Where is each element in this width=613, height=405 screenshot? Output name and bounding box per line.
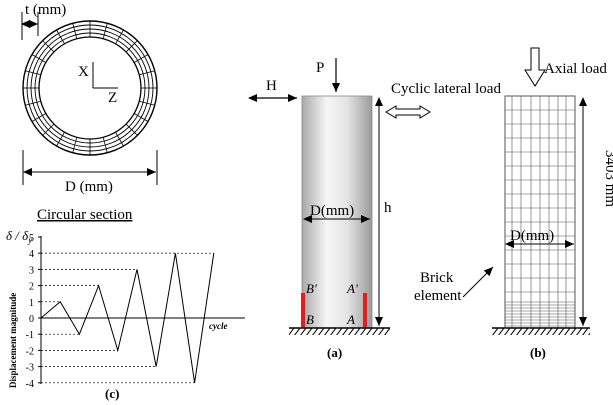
section-radial-line bbox=[42, 40, 55, 53]
chart-y-tick-label: -2 bbox=[26, 346, 34, 357]
cyclic-load-label: Cyclic lateral load bbox=[391, 81, 501, 97]
column-a-diameter-label: D(mm) bbox=[310, 203, 354, 219]
chart-y-tick-label: 1 bbox=[29, 298, 34, 309]
section-radial-line bbox=[56, 29, 65, 45]
section-radial-line bbox=[72, 23, 78, 39]
column-b-mesh bbox=[504, 95, 576, 328]
brick-label-line2: element bbox=[414, 288, 462, 304]
chart-y-ticks: 5 4 3 2 1 0 -1 -2 -3 -4 bbox=[26, 233, 41, 390]
chart-y-tick-label: 2 bbox=[29, 282, 34, 293]
section-radial-lines bbox=[23, 21, 157, 155]
point-a: A bbox=[346, 312, 355, 327]
section-radial-line bbox=[125, 40, 138, 53]
displacement-series-line bbox=[40, 253, 215, 383]
section-radial-line bbox=[25, 100, 41, 106]
point-b: B bbox=[306, 312, 314, 327]
base-a-hatch bbox=[289, 328, 390, 335]
column-b-diameter-label: D(mm) bbox=[510, 228, 554, 244]
section-radial-line bbox=[56, 131, 65, 147]
column-b: Cyclic lateral load Axial load D(mm) 340… bbox=[385, 47, 613, 360]
chart-y-axis-label: Displacement magnitude bbox=[8, 293, 18, 388]
chart-x-axis-label: cycle bbox=[209, 321, 227, 331]
thickness-label: t (mm) bbox=[25, 2, 66, 18]
base-b-hatch bbox=[492, 328, 590, 335]
circular-section: t (mm) X Z D (mm) Circular section bbox=[21, 2, 158, 223]
section-radial-line bbox=[42, 123, 55, 136]
section-radial-line bbox=[102, 137, 108, 153]
column-b-caption: (b) bbox=[530, 345, 546, 360]
column-a: H P D(mm) h B' A' B A (a) bbox=[248, 58, 392, 360]
section-radial-line bbox=[125, 123, 138, 136]
section-radial-line bbox=[102, 23, 108, 39]
chart-y-tick-label: -3 bbox=[26, 363, 34, 374]
chart-y-tick-label: 5 bbox=[29, 233, 34, 244]
section-radial-line bbox=[31, 54, 47, 63]
section-radial-line bbox=[139, 70, 155, 76]
chart-y-tick-label: -4 bbox=[26, 379, 34, 390]
column-a-caption: (a) bbox=[327, 345, 342, 360]
section-radial-line bbox=[133, 113, 149, 122]
chart-axes bbox=[40, 236, 245, 384]
axis-z-label: Z bbox=[108, 90, 117, 106]
section-radial-line bbox=[133, 54, 149, 63]
point-a-prime: A' bbox=[346, 281, 358, 296]
section-radial-line bbox=[25, 70, 41, 76]
chart-guide-lines bbox=[41, 252, 214, 384]
point-b-prime: B' bbox=[306, 281, 317, 296]
axial-load-label: P bbox=[316, 60, 324, 76]
lateral-load-label: H bbox=[266, 78, 277, 94]
section-title: Circular section bbox=[37, 207, 133, 223]
column-a-height-label: h bbox=[384, 200, 392, 216]
cyclic-load-arrow bbox=[385, 105, 431, 119]
chart-y-tick-label: 4 bbox=[29, 249, 34, 260]
thickness-dimension bbox=[21, 12, 39, 40]
chart-caption: (c) bbox=[105, 386, 119, 401]
local-axes bbox=[92, 62, 118, 89]
axial-load-hollow-arrow bbox=[524, 47, 546, 87]
axis-x-label: X bbox=[78, 64, 89, 80]
section-radial-line bbox=[139, 100, 155, 106]
diameter-dimension bbox=[22, 150, 158, 185]
section-diameter-label: D (mm) bbox=[65, 179, 113, 195]
section-radial-line bbox=[72, 137, 78, 153]
column-b-axial-label: Axial load bbox=[544, 61, 607, 77]
chart-y-tick-label: -1 bbox=[26, 330, 34, 341]
column-b-height-label: 3403 mm bbox=[602, 150, 613, 207]
section-radial-line bbox=[115, 131, 124, 147]
section-radial-line bbox=[115, 29, 124, 45]
chart-ratio-label: δ / δy bbox=[6, 228, 32, 245]
displacement-history-chart: 5 4 3 2 1 0 -1 -2 -3 -4 δ / δy Displacement magni… bbox=[6, 228, 245, 401]
section-radial-line bbox=[31, 113, 47, 122]
brick-element-arrow bbox=[462, 266, 494, 298]
column-a-body bbox=[301, 95, 373, 329]
chart-y-tick-label: 0 bbox=[29, 314, 34, 325]
brick-label-line1: Brick bbox=[420, 270, 454, 286]
chart-y-tick-label: 3 bbox=[29, 265, 34, 276]
